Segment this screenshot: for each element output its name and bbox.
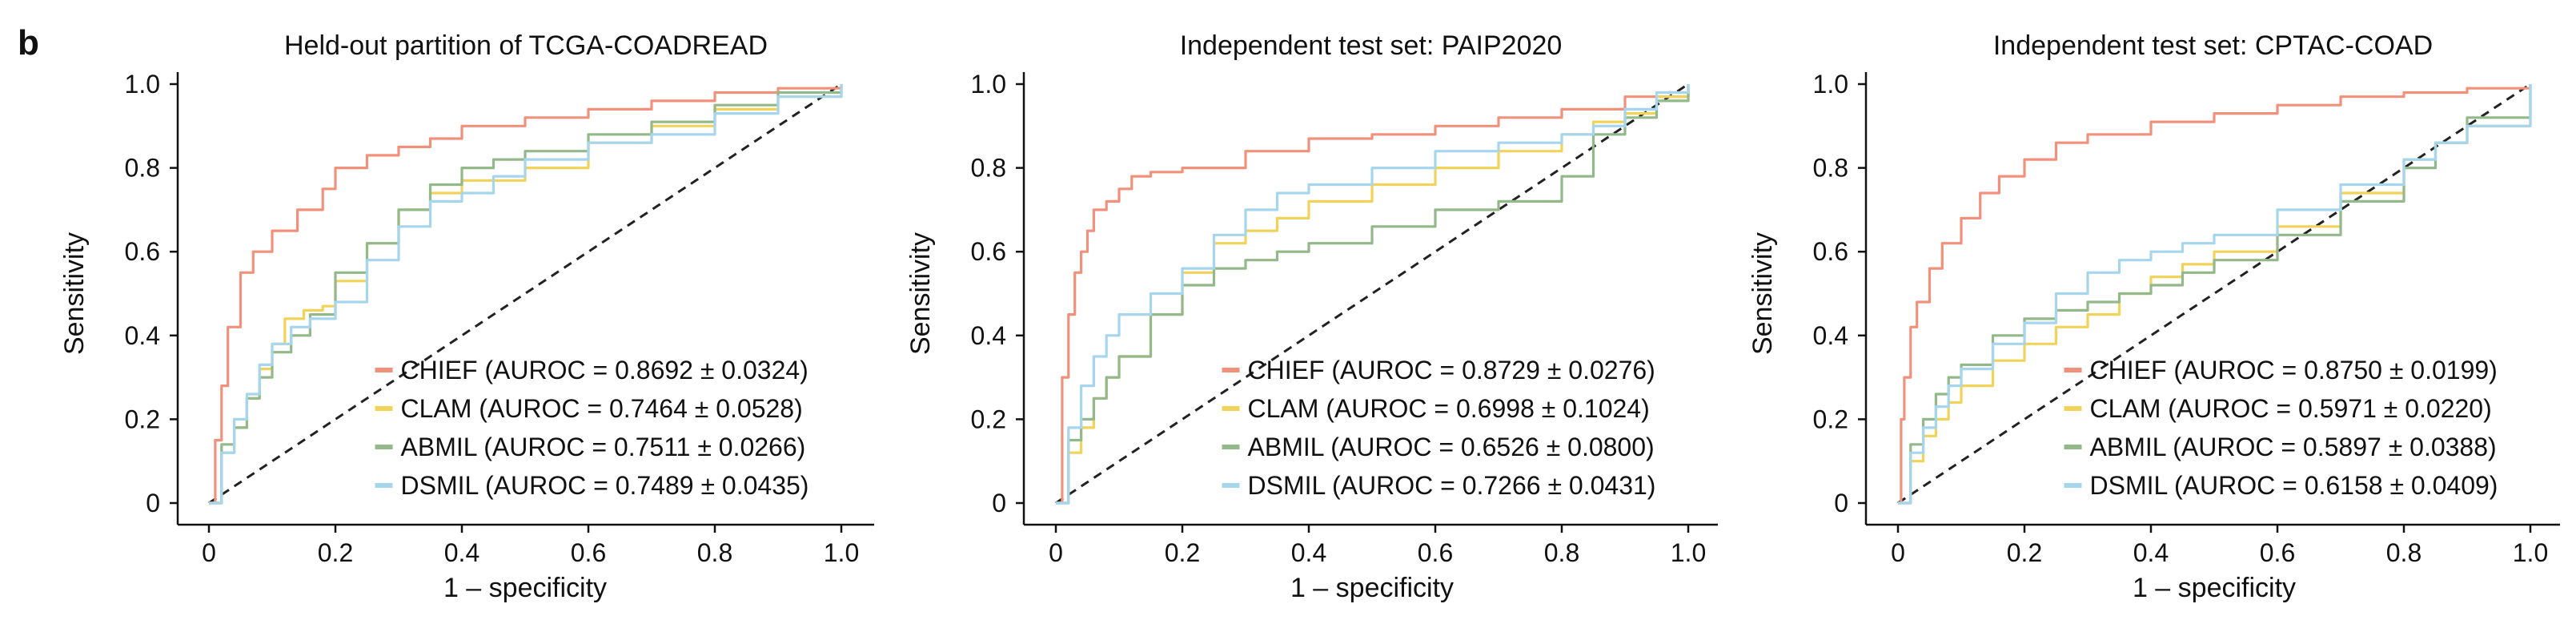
y-tick-label: 0.6 bbox=[125, 237, 160, 266]
x-tick-label: 0.8 bbox=[697, 538, 732, 567]
y-tick-label: 0.2 bbox=[125, 405, 160, 433]
legend-label-dsmil: DSMIL (AUROC = 0.7489 ± 0.0435) bbox=[401, 471, 809, 500]
y-tick-label: 0 bbox=[992, 489, 1006, 517]
legend-label-clam: CLAM (AUROC = 0.5971 ± 0.0220) bbox=[2090, 394, 2492, 423]
roc-panel-3: Independent test set: CPTAC-COAD 0 0.2 0.4 0… bbox=[1747, 30, 2560, 603]
legend-label-chief: CHIEF (AUROC = 0.8750 ± 0.0199) bbox=[2090, 356, 2498, 384]
y-axis-label: Sensitivity bbox=[59, 232, 90, 355]
roc-curve-dsmil bbox=[1056, 84, 1690, 505]
roc-curve-chief bbox=[209, 84, 843, 505]
chart-title: Independent test set: CPTAC-COAD bbox=[1993, 30, 2433, 61]
legend-label-dsmil: DSMIL (AUROC = 0.7266 ± 0.0431) bbox=[1248, 471, 1656, 500]
y-tick-label: 0.4 bbox=[971, 321, 1006, 350]
roc-curve-chief bbox=[1056, 84, 1690, 505]
chart-title: Held-out partition of TCGA-COADREAD bbox=[284, 30, 768, 61]
y-tick-label: 0.8 bbox=[1813, 154, 1848, 183]
legend-label-chief: CHIEF (AUROC = 0.8729 ± 0.0276) bbox=[1248, 356, 1655, 384]
legend-label-abmil: ABMIL (AUROC = 0.7511 ± 0.0266) bbox=[401, 433, 806, 461]
y-tick-label: 0.8 bbox=[971, 154, 1006, 183]
y-tick-label: 0.4 bbox=[1813, 321, 1848, 350]
roc-panel-1: Held-out partition of TCGA-COADREAD 0 0.2 0… bbox=[59, 30, 874, 603]
chance-diagonal bbox=[208, 83, 842, 505]
y-tick-label: 0.8 bbox=[125, 154, 160, 183]
y-tick-label: 0 bbox=[146, 489, 160, 517]
roc-curve-abmil bbox=[1056, 84, 1690, 505]
y-tick-label: 0 bbox=[1834, 489, 1848, 517]
legend-label-clam: CLAM (AUROC = 0.7464 ± 0.0528) bbox=[401, 394, 803, 423]
y-tick-label: 0.2 bbox=[971, 405, 1006, 433]
x-tick-label: 0.2 bbox=[1165, 538, 1200, 567]
y-tick-label: 1.0 bbox=[125, 70, 160, 99]
legend-label-clam: CLAM (AUROC = 0.6998 ± 0.1024) bbox=[1248, 394, 1650, 423]
chance-diagonal bbox=[1897, 83, 2531, 505]
x-axis-label: 1 – specificity bbox=[2133, 573, 2296, 603]
y-tick-label: 1.0 bbox=[1813, 70, 1848, 99]
panel-label: b bbox=[18, 23, 39, 62]
legend-label-abmil: ABMIL (AUROC = 0.5897 ± 0.0388) bbox=[2090, 433, 2497, 461]
x-tick-label: 0.6 bbox=[571, 538, 606, 567]
y-axis-label: Sensitivity bbox=[1747, 232, 1778, 355]
roc-curve-dsmil bbox=[209, 84, 843, 505]
legend-label-chief: CHIEF (AUROC = 0.8692 ± 0.0324) bbox=[401, 356, 809, 384]
x-tick-label: 0.4 bbox=[1291, 538, 1326, 567]
x-tick-label: 1.0 bbox=[824, 538, 859, 567]
x-tick-label: 0.2 bbox=[318, 538, 353, 567]
x-tick-label: 0.2 bbox=[2007, 538, 2042, 567]
y-tick-label: 0.2 bbox=[1813, 405, 1848, 433]
x-tick-label: 0 bbox=[202, 538, 216, 567]
y-axis-label: Sensitivity bbox=[905, 232, 936, 355]
x-tick-label: 0.4 bbox=[2133, 538, 2169, 567]
x-axis-label: 1 – specificity bbox=[443, 573, 607, 603]
x-tick-label: 0.6 bbox=[2260, 538, 2295, 567]
y-tick-label: 1.0 bbox=[971, 70, 1006, 99]
x-tick-label: 0.6 bbox=[1418, 538, 1453, 567]
x-axis-label: 1 – specificity bbox=[1290, 573, 1454, 603]
legend-label-abmil: ABMIL (AUROC = 0.6526 ± 0.0800) bbox=[1248, 433, 1655, 461]
y-tick-label: 0.6 bbox=[1813, 237, 1848, 266]
x-tick-label: 0 bbox=[1049, 538, 1063, 567]
roc-curve-chief bbox=[1898, 84, 2532, 505]
x-tick-label: 0.8 bbox=[2386, 538, 2422, 567]
y-tick-label: 0.6 bbox=[971, 237, 1006, 266]
chance-diagonal bbox=[1055, 83, 1689, 505]
roc-panel-2: Independent test set: PAIP2020 0 0.2 0.4 0.6… bbox=[905, 30, 1718, 603]
legend-label-dsmil: DSMIL (AUROC = 0.6158 ± 0.0409) bbox=[2090, 471, 2498, 500]
x-tick-label: 1.0 bbox=[2513, 538, 2548, 567]
y-tick-label: 0.4 bbox=[125, 321, 160, 350]
x-tick-label: 0.4 bbox=[444, 538, 479, 567]
x-tick-label: 0.8 bbox=[1544, 538, 1579, 567]
x-tick-label: 0 bbox=[1891, 538, 1905, 567]
roc-curve-dsmil bbox=[1898, 84, 2532, 505]
x-tick-label: 1.0 bbox=[1671, 538, 1706, 567]
chart-title: Independent test set: PAIP2020 bbox=[1180, 30, 1563, 61]
